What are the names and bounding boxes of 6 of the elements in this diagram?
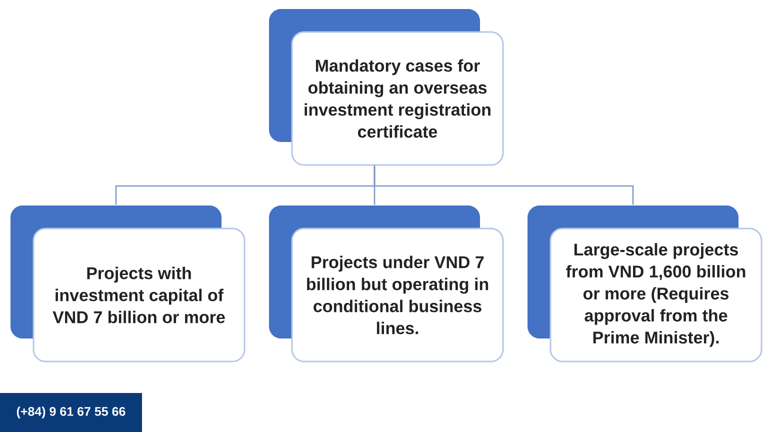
process-box: Projects with investment capital of VND 7 billion or more <box>10 206 246 362</box>
phone-banner: (+84) 9 61 67 55 66 <box>0 393 142 432</box>
process-box: Mandatory cases for obtaining an overseas investment registration certificate <box>269 9 504 166</box>
process-box: Projects under VND 7 billion but operating in conditional business lines. <box>269 206 504 362</box>
process-box: Large-scale projects from VND 1,600 billion or more (Requires approval from the Prime Minister). <box>528 206 762 362</box>
connector-line <box>374 166 634 205</box>
